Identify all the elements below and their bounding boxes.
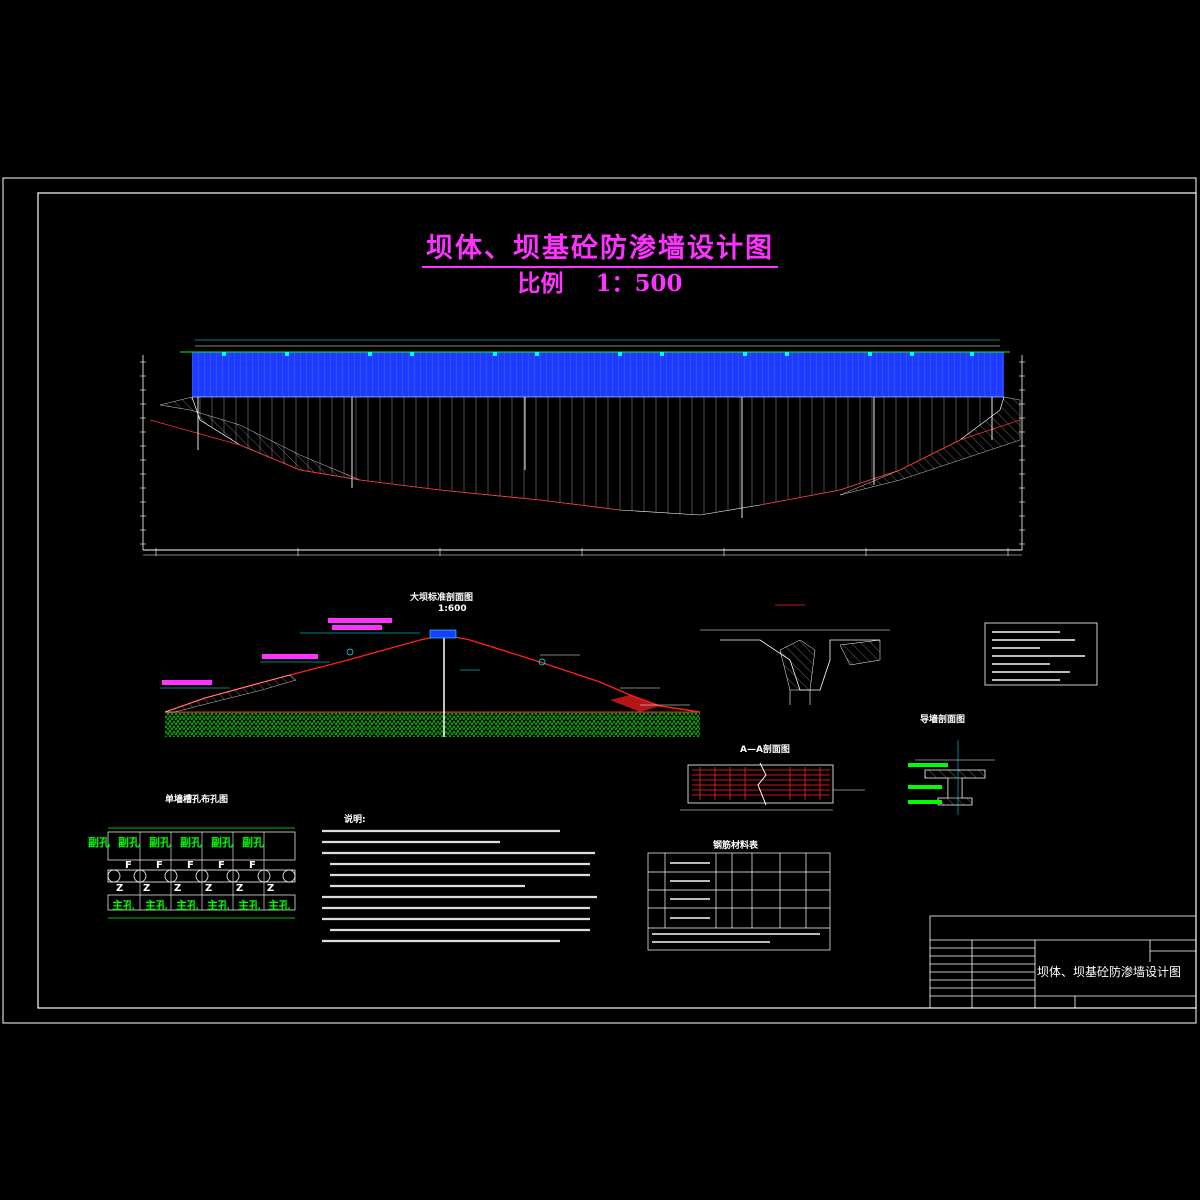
title-block-drawing-name: 坝体、坝基砼防渗墙设计图 <box>1037 965 1182 979</box>
standard-cross-section <box>160 618 701 737</box>
hole-layout <box>107 827 296 919</box>
guide-wall-detail <box>700 604 890 705</box>
secondary-hole-label-5: 副孔 <box>211 836 233 849</box>
longitudinal-section <box>140 339 1025 556</box>
standard-section-scale: 1:600 <box>438 604 467 614</box>
primary-hole-label-4: 主孔 <box>207 899 229 912</box>
secondary-hole-label-3: 副孔 <box>149 836 171 849</box>
drawing-scale: 比例 1：500 <box>517 270 683 297</box>
cutoff-wall-foundation <box>191 396 1005 516</box>
z-mark-1: Z <box>116 883 124 894</box>
section-aa-title: A—A剖面图 <box>740 745 790 755</box>
f-mark-2: F <box>156 860 163 871</box>
f-mark-5: F <box>249 860 256 871</box>
notes-title: 说明: <box>344 815 366 825</box>
section-aa <box>680 762 865 811</box>
z-mark-4: Z <box>205 883 213 894</box>
borehole-lines <box>197 397 993 518</box>
z-mark-2: Z <box>143 883 151 894</box>
f-mark-4: F <box>218 860 225 871</box>
guide-wall-section <box>908 740 995 815</box>
secondary-hole-label-4: 副孔 <box>180 836 202 849</box>
z-mark-3: Z <box>174 883 182 894</box>
z-mark-5: Z <box>236 883 244 894</box>
f-mark-3: F <box>187 860 194 871</box>
title-block <box>929 915 1197 1009</box>
drawing-title: 坝体、坝基砼防渗墙设计图 <box>0 226 1200 268</box>
primary-hole-label-3: 主孔 <box>176 899 198 912</box>
inner-frame <box>37 192 1197 1009</box>
design-notes <box>322 829 597 943</box>
primary-hole-label-5: 主孔 <box>238 899 260 912</box>
primary-hole-label-1: 主孔 <box>112 899 134 912</box>
drawing-title-text: 坝体、坝基砼防渗墙设计图 <box>422 233 778 268</box>
material-table-title: 钢筋材料表 <box>713 841 759 851</box>
hole-layout-title: 单墙槽孔布孔图 <box>165 795 229 805</box>
secondary-hole-label-2: 副孔 <box>118 836 140 849</box>
rebar-table <box>647 852 831 951</box>
panel-lines <box>199 397 993 515</box>
elevation-ticks-left <box>140 361 146 545</box>
primary-hole-label-2: 主孔 <box>145 899 167 912</box>
primary-hole-label-6: 主孔 <box>268 899 290 912</box>
quantities-box <box>984 622 1098 686</box>
secondary-hole-label-1: 副孔 <box>88 836 110 849</box>
z-mark-6: Z <box>267 883 275 894</box>
standard-section-title: 大坝标准剖面图 <box>410 593 474 603</box>
secondary-hole-label-6: 副孔 <box>242 836 264 849</box>
guide-wall-title: 导墙剖面图 <box>920 715 966 725</box>
f-mark-1: F <box>125 860 132 871</box>
